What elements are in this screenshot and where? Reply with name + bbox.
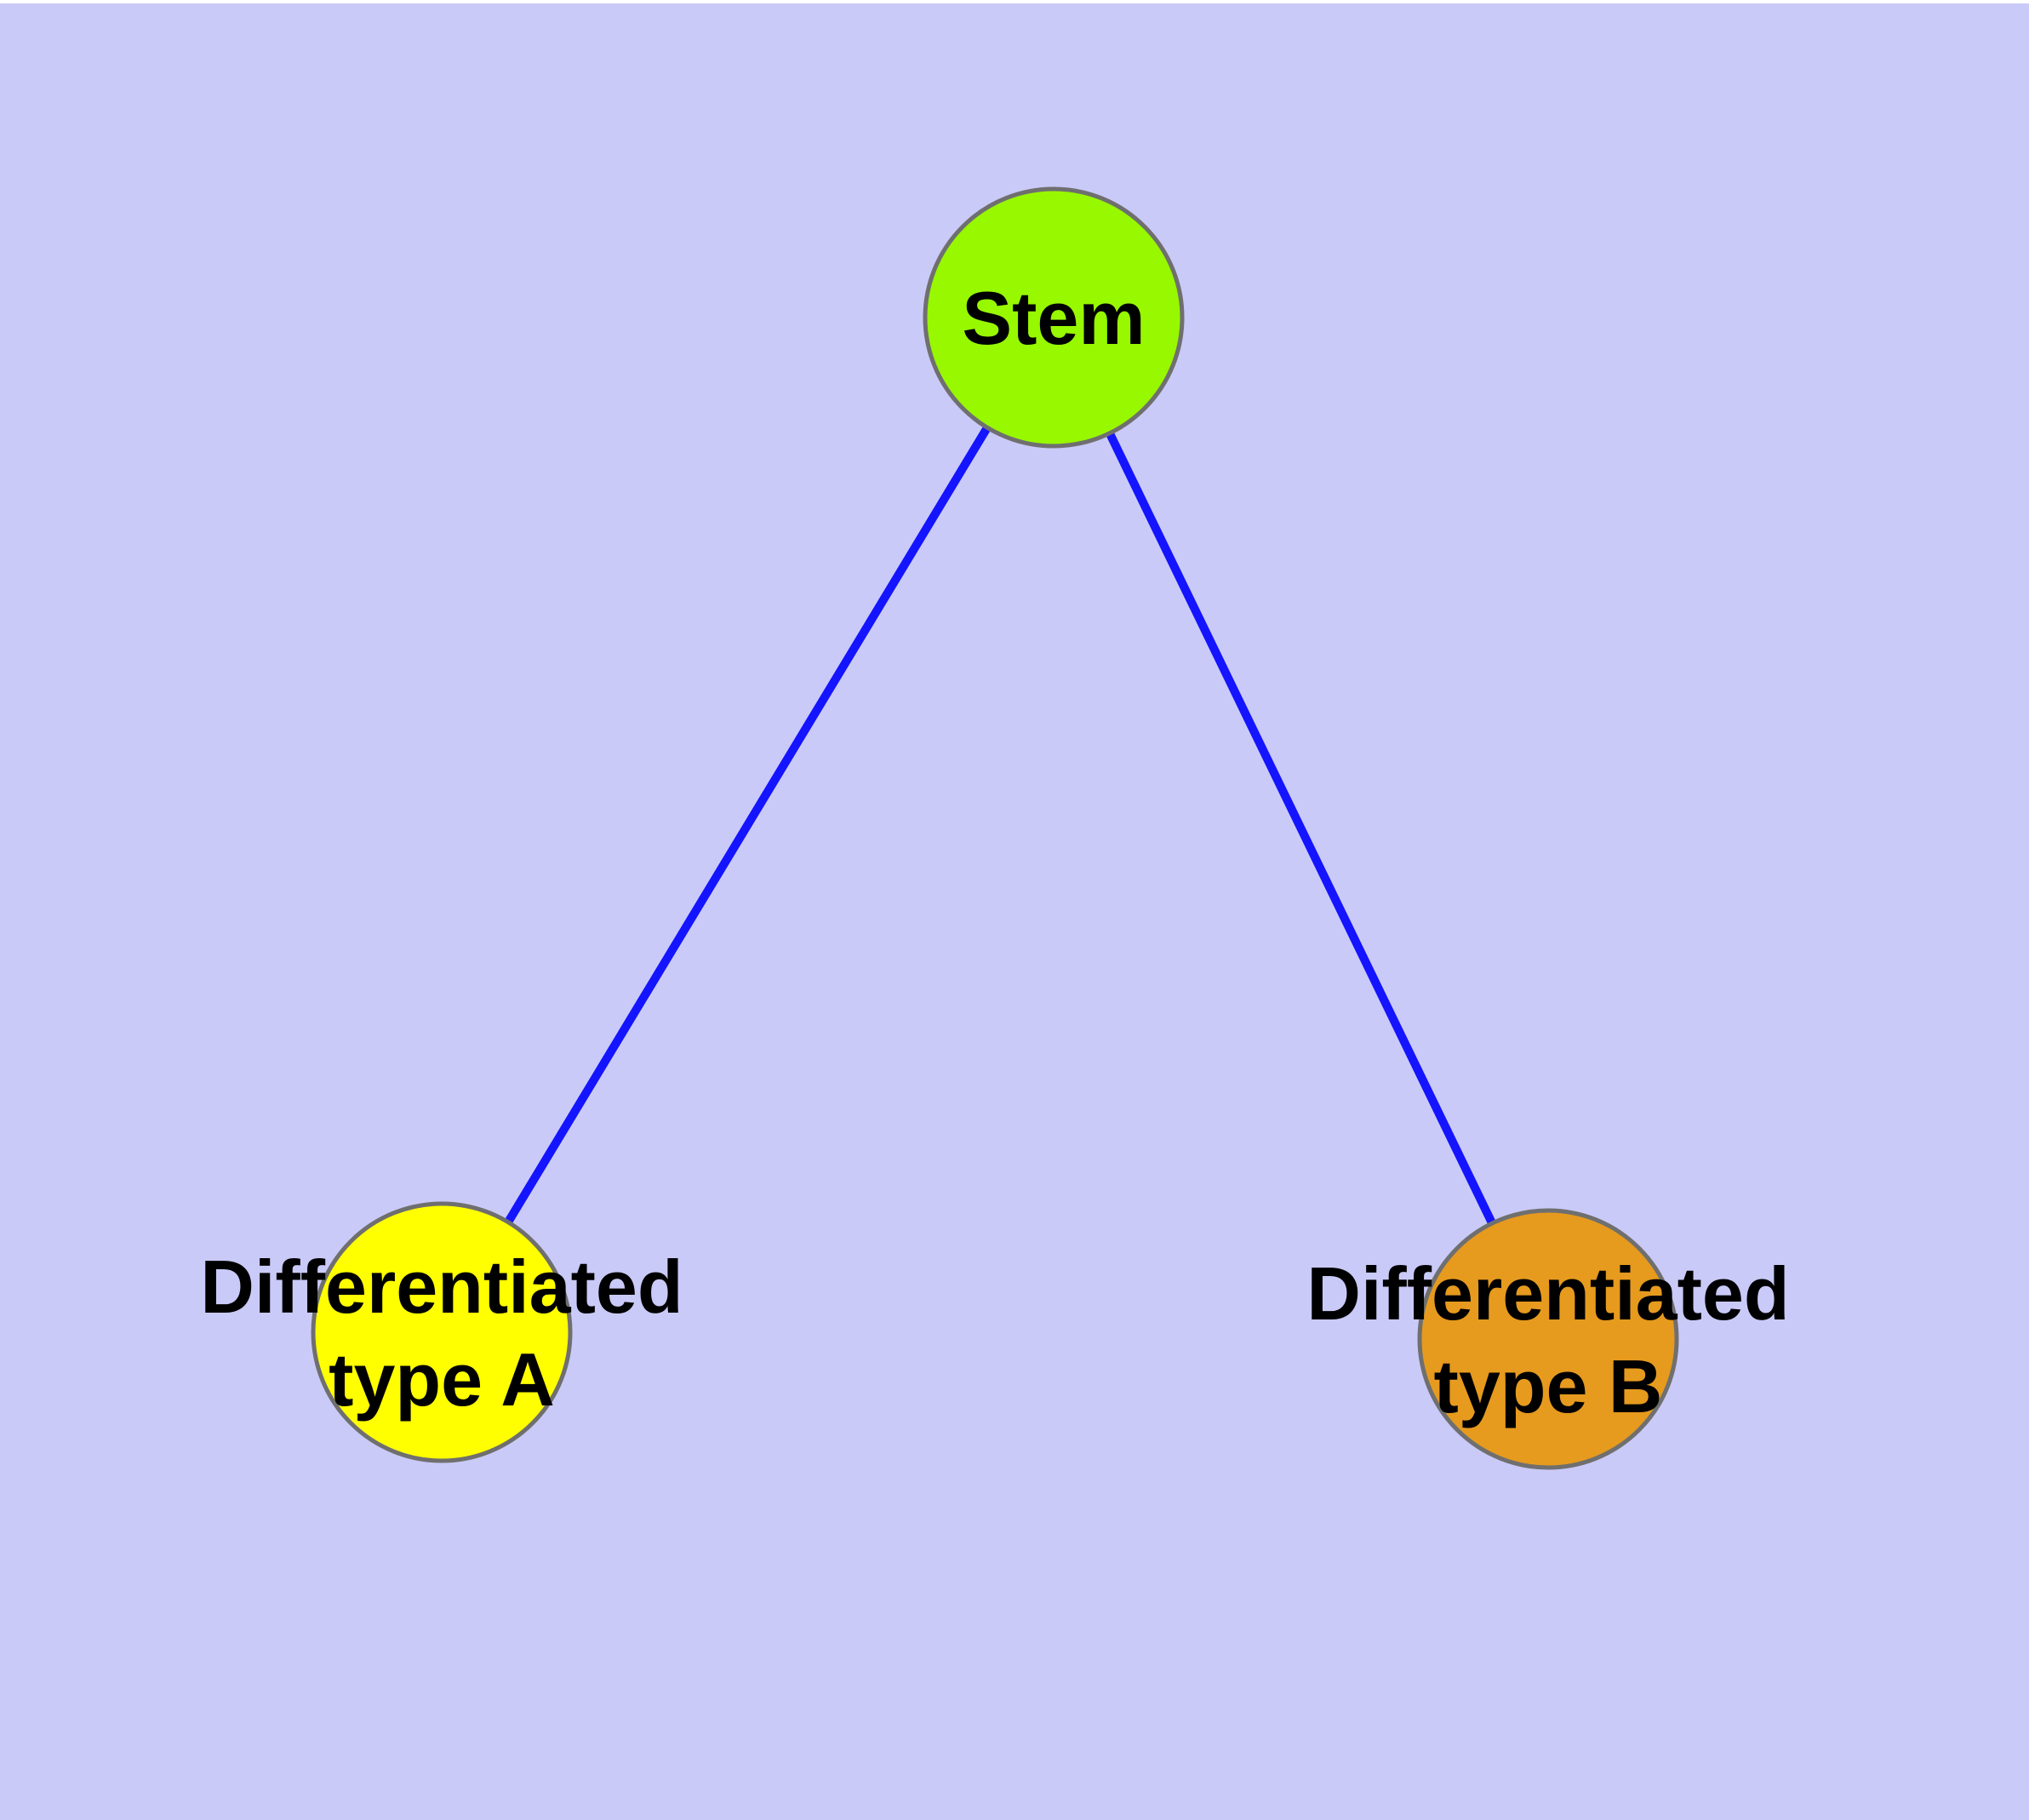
stem-node — [923, 186, 1185, 449]
top-margin-strip — [0, 0, 2029, 3]
edge-stem-to-type-b — [1049, 315, 1552, 1342]
differentiated-type-b-node — [1417, 1208, 1679, 1470]
edge-stem-to-type-a — [437, 315, 1058, 1335]
stem-node-label: Stem — [962, 276, 1145, 360]
differentiated-type-a-label-line2: type A — [329, 1337, 555, 1422]
differentiated-type-b-label-line2: type B — [1434, 1344, 1663, 1428]
differentiated-type-a-node — [311, 1201, 573, 1463]
differentiated-type-a-label-line1: Differentiated — [200, 1245, 683, 1329]
differentiated-type-b-label-line1: Differentiated — [1306, 1251, 1789, 1336]
